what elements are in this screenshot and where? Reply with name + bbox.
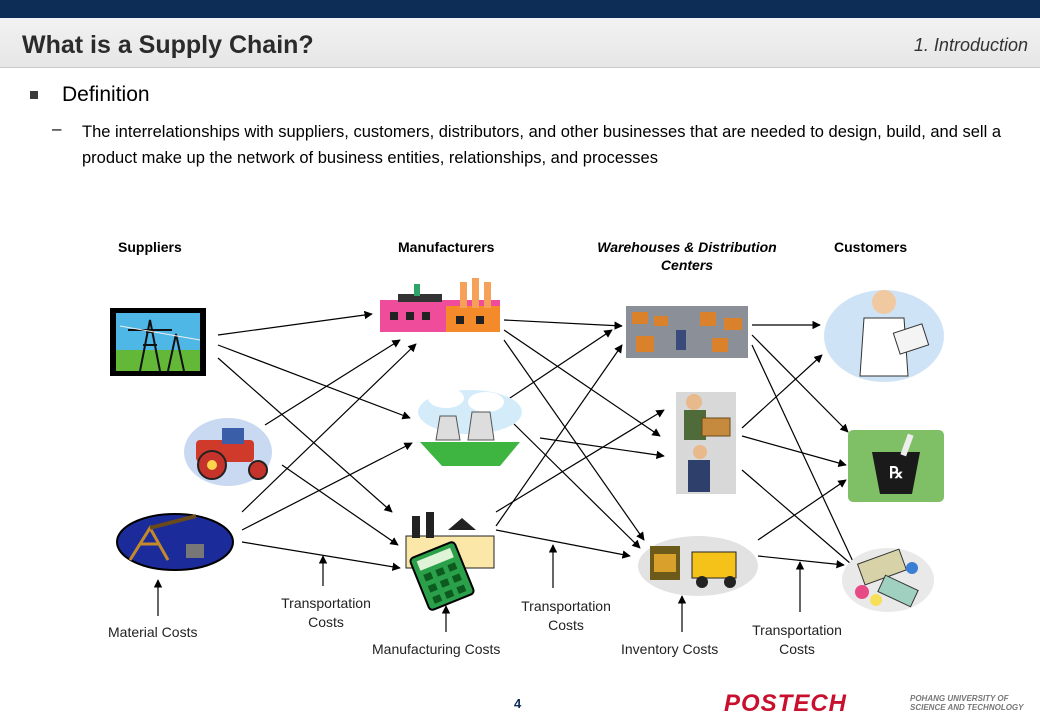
page-number: 4 [514, 696, 522, 711]
power-plant-icon [418, 388, 522, 466]
top-accent-bar [0, 0, 1040, 18]
transportation-costs-label-3: Transportation Costs [752, 622, 842, 657]
manufacturers-label: Manufacturers [398, 239, 495, 255]
tractor-icon [184, 418, 272, 486]
factory-calculator-icon [405, 512, 495, 611]
suppliers-label: Suppliers [118, 239, 182, 255]
definition-text: The interrelationships with suppliers, c… [82, 123, 1002, 167]
title-bar [0, 18, 1040, 68]
doctor-icon [824, 290, 944, 382]
transportation-costs-label-2: Transportation Costs [521, 598, 611, 633]
university-name: POHANG UNIVERSITY OF SCIENCE AND TECHNOL… [910, 694, 1024, 712]
oil-pump-icon [116, 513, 234, 571]
workers-icon [676, 392, 736, 494]
factory-icon [380, 278, 500, 332]
svg-text:℞: ℞ [889, 465, 903, 482]
warehouse-icon [626, 306, 748, 358]
customers-label: Customers [834, 239, 908, 255]
dash-marker: – [52, 119, 62, 138]
material-costs-label: Material Costs [108, 624, 198, 640]
warehouses-label: Warehouses & Distribution Centers [597, 239, 777, 273]
postech-logo: POSTECH [724, 690, 848, 717]
section-label: 1. Introduction [913, 35, 1028, 55]
definition-heading: Definition [62, 83, 150, 106]
flow-arrows [153, 310, 859, 632]
pharmacy-rx-icon: ℞ [848, 430, 944, 502]
inventory-costs-label: Inventory Costs [621, 641, 719, 657]
manufacturing-costs-label: Manufacturing Costs [372, 641, 501, 657]
transportation-costs-label-1: Transportation Costs [281, 595, 371, 630]
forklift-icon [638, 536, 758, 596]
bullet-square-icon [30, 91, 38, 99]
page-title: What is a Supply Chain? [22, 31, 314, 59]
power-tower-icon [110, 308, 206, 376]
pills-icon [842, 548, 934, 612]
